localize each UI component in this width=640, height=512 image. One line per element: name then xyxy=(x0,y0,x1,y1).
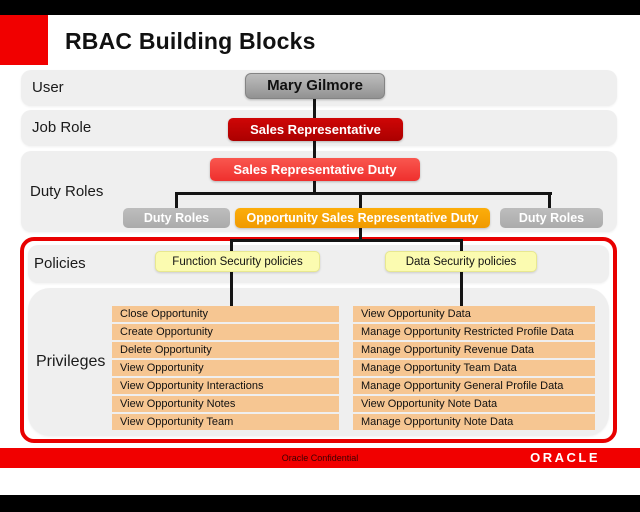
duty-roles-band-label: Duty Roles xyxy=(30,183,104,200)
duty-parent-node: Sales Representative Duty xyxy=(210,158,420,181)
privilege-row: Delete Opportunity xyxy=(112,342,339,358)
connector-duty-left-drop xyxy=(175,192,178,208)
privilege-row: View Opportunity Data xyxy=(353,306,595,322)
duty-roles-right-node: Duty Roles xyxy=(500,208,603,228)
job-role-node: Sales Representative xyxy=(228,118,403,141)
top-black-bar xyxy=(0,0,640,15)
connector-data-policy-drop xyxy=(460,239,463,252)
red-logo-square xyxy=(0,15,48,65)
privilege-row: View Opportunity Team xyxy=(112,414,339,430)
privilege-row: View Opportunity Note Data xyxy=(353,396,595,412)
privilege-row: Close Opportunity xyxy=(112,306,339,322)
privilege-row: View Opportunity Interactions xyxy=(112,378,339,394)
connector-data-to-privileges xyxy=(460,272,463,306)
connector-duty-right-drop xyxy=(548,192,551,208)
confidential-text: Oracle Confidential xyxy=(281,453,359,463)
duty-roles-left-node: Duty Roles xyxy=(123,208,230,228)
privilege-row: Manage Opportunity Revenue Data xyxy=(353,342,595,358)
privilege-row: Manage Opportunity Restricted Profile Da… xyxy=(353,324,595,340)
connector-opportunity-to-policies xyxy=(359,228,362,241)
job-role-band-label: Job Role xyxy=(32,119,92,136)
user-node: Mary Gilmore xyxy=(245,73,385,99)
privilege-row: Manage Opportunity General Profile Data xyxy=(353,378,595,394)
connector-function-to-privileges xyxy=(230,272,233,306)
privilege-row: Manage Opportunity Team Data xyxy=(353,360,595,376)
connector-user-to-jobrole xyxy=(313,99,316,119)
oracle-logo: ORACLE xyxy=(530,450,600,465)
function-security-policy-node: Function Security policies xyxy=(155,251,320,272)
footer-bar: Oracle Confidential ORACLE xyxy=(0,448,640,468)
user-band-label: User xyxy=(32,79,64,96)
privilege-row: Manage Opportunity Note Data xyxy=(353,414,595,430)
connector-duty-hbar xyxy=(175,192,552,195)
privilege-row: Create Opportunity xyxy=(112,324,339,340)
privileges-band-label: Privileges xyxy=(36,353,106,370)
bottom-black-bar xyxy=(0,495,640,512)
opportunity-duty-node: Opportunity Sales Representative Duty xyxy=(235,208,490,228)
policies-band-label: Policies xyxy=(34,255,86,272)
data-security-policy-node: Data Security policies xyxy=(385,251,537,272)
privilege-row: View Opportunity Notes xyxy=(112,396,339,412)
connector-policies-hbar xyxy=(230,239,463,242)
connector-jobrole-to-duty xyxy=(313,140,316,159)
privilege-row: View Opportunity xyxy=(112,360,339,376)
connector-duty-drop xyxy=(313,180,316,194)
connector-duty-center-drop xyxy=(359,192,362,208)
slide-title: RBAC Building Blocks xyxy=(65,28,316,54)
connector-function-policy-drop xyxy=(230,239,233,252)
